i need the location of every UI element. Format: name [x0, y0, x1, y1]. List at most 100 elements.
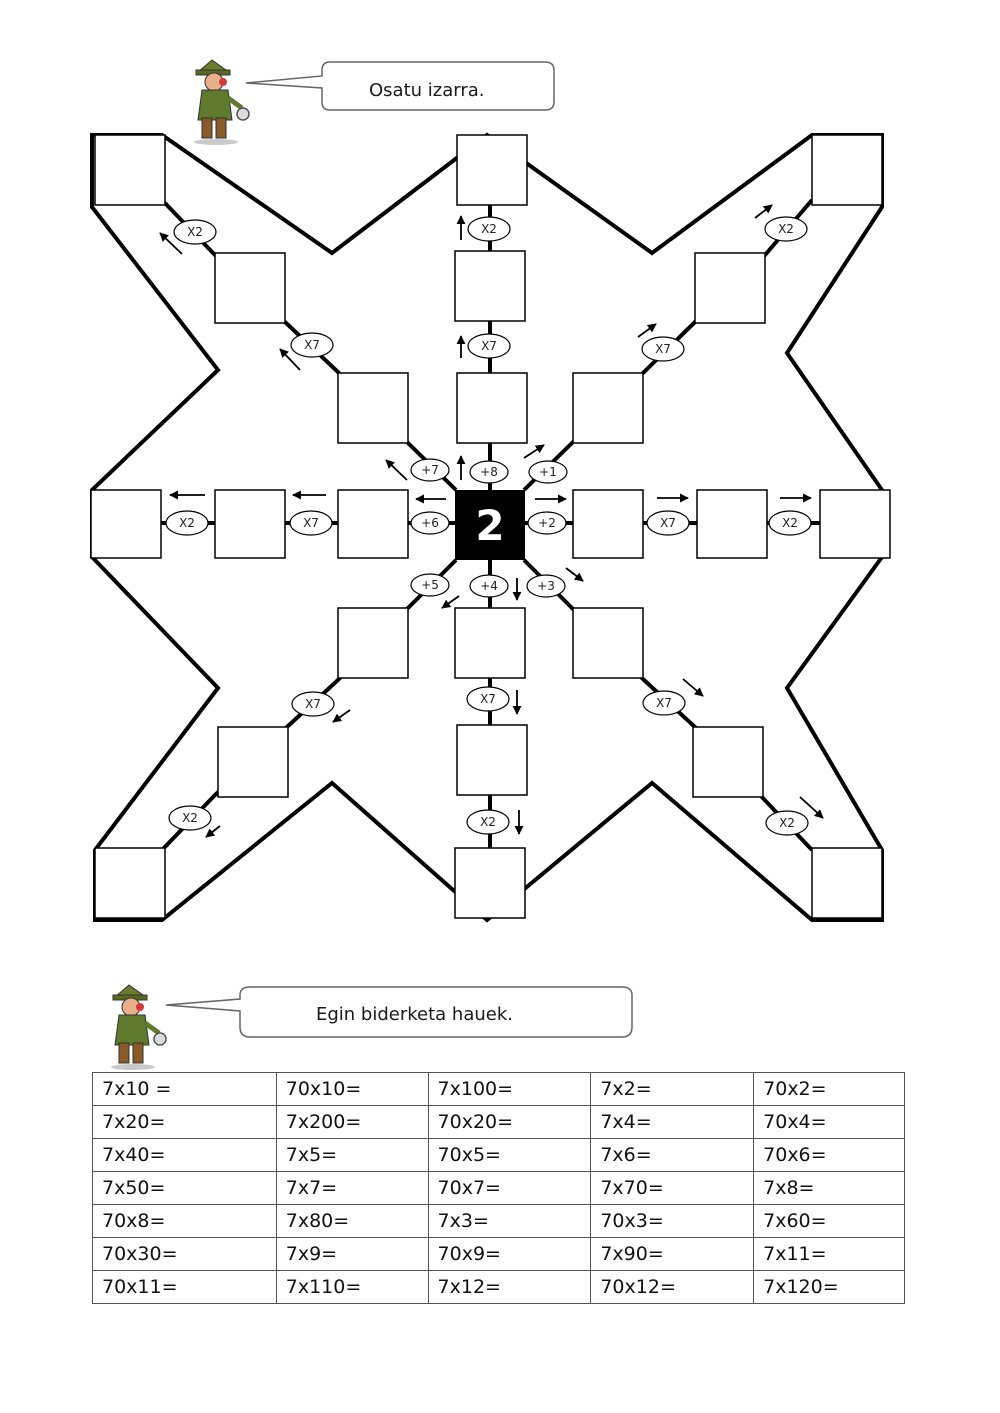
- op-label: X7: [655, 342, 671, 356]
- arrow-icon: [159, 204, 824, 838]
- answer-box[interactable]: [696, 489, 768, 559]
- answer-box[interactable]: [811, 134, 883, 206]
- op-label: +5: [421, 578, 439, 592]
- op-label: X7: [480, 692, 496, 706]
- op-label: X2: [782, 516, 798, 530]
- op-label: X2: [182, 811, 198, 825]
- multiplication-problem[interactable]: 70x3=: [590, 1204, 755, 1238]
- op-label: +2: [538, 516, 556, 530]
- table-row: 7x50=7x7=70x7=7x70=7x8=: [92, 1171, 905, 1205]
- op-label: X7: [660, 516, 676, 530]
- answer-box[interactable]: [692, 726, 764, 798]
- answer-box[interactable]: [456, 724, 528, 796]
- op-label: X2: [480, 815, 496, 829]
- multiplication-problem[interactable]: 7x60=: [753, 1204, 905, 1238]
- multiplication-problem[interactable]: 70x9=: [427, 1237, 592, 1271]
- multiplication-problem[interactable]: 7x6=: [590, 1138, 755, 1172]
- multiplication-problem[interactable]: 7x90=: [590, 1237, 755, 1271]
- op-label: X2: [187, 225, 203, 239]
- multiplication-problem[interactable]: 70x10=: [275, 1072, 429, 1106]
- op-label: +8: [480, 465, 498, 479]
- multiplication-problem[interactable]: 70x12=: [590, 1270, 755, 1304]
- answer-box[interactable]: [337, 607, 409, 679]
- multiplication-problem[interactable]: 7x2=: [590, 1072, 755, 1106]
- op-label: +3: [537, 579, 555, 593]
- multiplication-problem[interactable]: 70x30=: [92, 1237, 277, 1271]
- op-label: X2: [779, 816, 795, 830]
- multiplication-problem[interactable]: 70x5=: [427, 1138, 592, 1172]
- answer-box[interactable]: [572, 489, 644, 559]
- multiplication-problem[interactable]: 7x8=: [753, 1171, 905, 1205]
- multiplication-problem[interactable]: 70x4=: [753, 1105, 905, 1139]
- multiplication-problem[interactable]: 7x40=: [92, 1138, 277, 1172]
- op-label: X7: [303, 516, 319, 530]
- table-row: 70x11=7x110=7x12=70x12=7x120=: [92, 1270, 905, 1304]
- multiplication-problem[interactable]: 7x4=: [590, 1105, 755, 1139]
- multiplication-problem[interactable]: 7x5=: [275, 1138, 429, 1172]
- multiplication-problem[interactable]: 70x20=: [427, 1105, 592, 1139]
- table-row: 7x40=7x5=70x5=7x6=70x6=: [92, 1138, 905, 1172]
- op-label: +1: [539, 465, 557, 479]
- op-label: X2: [481, 222, 497, 236]
- multiplication-problem[interactable]: 7x200=: [275, 1105, 429, 1139]
- answer-box[interactable]: [811, 847, 883, 919]
- answer-box[interactable]: [454, 847, 526, 919]
- answer-box[interactable]: [337, 372, 409, 444]
- multiplication-problem[interactable]: 7x120=: [753, 1270, 905, 1304]
- multiplication-table: 7x10 =70x10=7x100=7x2=70x2=7x20=7x200=70…: [92, 1072, 905, 1304]
- center-box: [455, 490, 525, 560]
- op-label: X7: [304, 338, 320, 352]
- multiplication-problem[interactable]: 7x20=: [92, 1105, 277, 1139]
- op-label: +4: [480, 579, 498, 593]
- multiplication-problem[interactable]: 7x10 =: [92, 1072, 277, 1106]
- multiplication-problem[interactable]: 7x7=: [275, 1171, 429, 1205]
- multiplication-problem[interactable]: 7x9=: [275, 1237, 429, 1271]
- multiplication-problem[interactable]: 70x11=: [92, 1270, 277, 1304]
- multiplication-problem[interactable]: 7x110=: [275, 1270, 429, 1304]
- answer-box[interactable]: [456, 134, 528, 206]
- op-label: X2: [778, 222, 794, 236]
- speech-bubble: [245, 61, 555, 111]
- answer-box[interactable]: [454, 250, 526, 322]
- multiplication-problem[interactable]: 7x70=: [590, 1171, 755, 1205]
- multiplication-problem[interactable]: 70x2=: [753, 1072, 905, 1106]
- answer-box[interactable]: [694, 252, 766, 324]
- answer-box[interactable]: [572, 372, 644, 444]
- detective-mascot-icon: [194, 59, 250, 145]
- multiplication-problem[interactable]: 7x3=: [427, 1204, 592, 1238]
- answer-box[interactable]: [214, 252, 286, 324]
- op-label: X7: [481, 339, 497, 353]
- detective-mascot-icon: [111, 984, 167, 1070]
- table-row: 7x20=7x200=70x20=7x4=70x4=: [92, 1105, 905, 1139]
- answer-box[interactable]: [456, 372, 528, 444]
- answer-box[interactable]: [819, 489, 891, 559]
- speech-bubble: [165, 986, 633, 1038]
- table-instruction: Egin biderketa hauek.: [316, 1004, 513, 1025]
- answer-boxes: [90, 134, 891, 919]
- operation-ovals: [165, 216, 812, 836]
- answer-box[interactable]: [94, 847, 166, 919]
- op-label: +7: [421, 463, 439, 477]
- answer-box[interactable]: [90, 489, 162, 559]
- op-label: X2: [179, 516, 195, 530]
- answer-box[interactable]: [337, 489, 409, 559]
- multiplication-problem[interactable]: 70x8=: [92, 1204, 277, 1238]
- star-puzzle: 2 +8 +1 +2 +3 +4 +5: [90, 132, 891, 923]
- multiplication-problem[interactable]: 7x50=: [92, 1171, 277, 1205]
- answer-box[interactable]: [214, 489, 286, 559]
- multiplication-problem[interactable]: 7x11=: [753, 1237, 905, 1271]
- answer-box[interactable]: [454, 607, 526, 679]
- answer-box[interactable]: [217, 726, 289, 798]
- table-row: 70x8=7x80=7x3=70x3=7x60=: [92, 1204, 905, 1238]
- answer-box[interactable]: [94, 134, 166, 206]
- multiplication-problem[interactable]: 7x12=: [427, 1270, 592, 1304]
- center-value: 2: [475, 501, 504, 550]
- multiplication-problem[interactable]: 7x100=: [427, 1072, 592, 1106]
- op-label: X7: [656, 696, 672, 710]
- multiplication-problem[interactable]: 70x6=: [753, 1138, 905, 1172]
- answer-box[interactable]: [572, 607, 644, 679]
- table-row: 7x10 =70x10=7x100=7x2=70x2=: [92, 1072, 905, 1106]
- table-row: 70x30=7x9=70x9=7x90=7x11=: [92, 1237, 905, 1271]
- multiplication-problem[interactable]: 70x7=: [427, 1171, 592, 1205]
- multiplication-problem[interactable]: 7x80=: [275, 1204, 429, 1238]
